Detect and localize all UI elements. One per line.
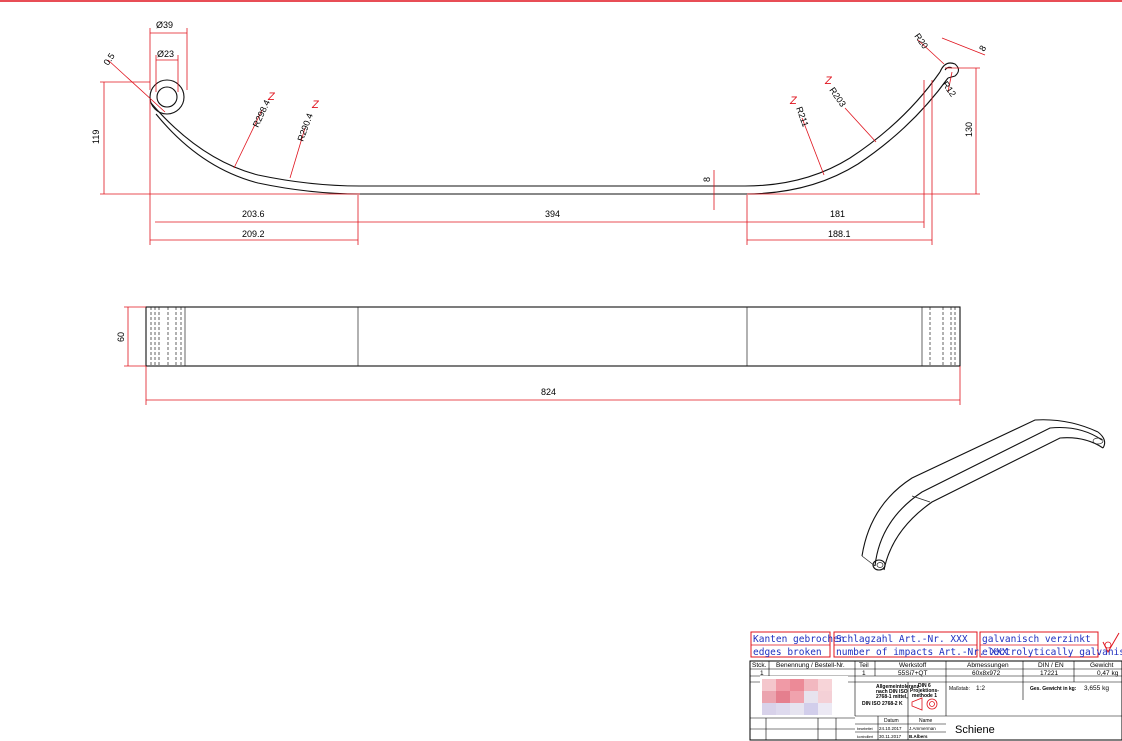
iso-left-eye-inner — [876, 562, 884, 568]
note-galv-de: galvanisch verzinkt — [982, 634, 1091, 645]
dim-text-209-2: 209.2 — [242, 229, 265, 239]
isometric-view — [861, 419, 1106, 571]
note-box-edges — [750, 631, 831, 658]
drawing-title: Schiene — [955, 724, 995, 736]
tb-tolerance-3: 2768-1 mittel, — [876, 694, 908, 700]
dim-text-r211: R211 — [794, 105, 811, 128]
dim-text-r20: R20 — [912, 31, 930, 50]
iso-break-line — [911, 495, 931, 503]
dim-text-right-thickness: 8 — [977, 44, 988, 53]
tb-scale-value: 1:2 — [976, 685, 985, 692]
top-view: 60 824 — [116, 306, 961, 405]
leader-r20 — [917, 39, 945, 65]
tb-projection-2: Projektions- — [910, 688, 939, 694]
dim-text-0-5: 0.5 — [101, 51, 116, 67]
tb-row-material: 55Si7+QT — [898, 670, 927, 677]
tb-checked-label: kontrolliert — [857, 735, 873, 739]
left-eye-inner — [156, 86, 178, 108]
title-block-frame — [749, 660, 1122, 741]
dim-text-130: 130 — [964, 122, 974, 137]
surface-finish-circle-icon — [1104, 641, 1112, 649]
note-impacts-de: Schlagzahl Art.-Nr. XXX — [836, 634, 968, 645]
tb-header-weight: Gewicht — [1090, 662, 1114, 669]
dim-text-thickness-8: 8 — [702, 177, 712, 182]
iso-right-eye — [1097, 431, 1106, 449]
iso-right-eye-hole — [1092, 437, 1104, 445]
note-galv-en: electrolytically galvanised — [982, 647, 1122, 658]
iso-left-edge — [861, 419, 1099, 557]
tb-name-label: Name — [919, 718, 933, 724]
tb-row-part: 1 — [862, 670, 866, 677]
tb-header-din: DIN / EN — [1038, 662, 1064, 669]
tb-header-dimensions: Abmessungen — [967, 662, 1009, 669]
dim-right-thickness — [941, 37, 986, 56]
top-view-outline — [145, 306, 961, 367]
z-mark-2: Z — [311, 99, 320, 111]
tb-scale-label: Maßstab: — [949, 686, 970, 692]
dim-text-394: 394 — [545, 209, 560, 219]
iso-left-eye — [872, 559, 886, 571]
tb-date-label: Datum — [884, 718, 899, 724]
tb-projection-3: methode 1 — [912, 693, 937, 699]
tb-row-dimensions: 60x8x972 — [972, 670, 1001, 677]
side-view: Ø39 Ø23 0.5 119 R298.4 Z R290.4 Z 203.6 … — [91, 20, 988, 245]
tb-header-part: Teil — [859, 662, 869, 669]
tb-total-weight-value: 3,655 kg — [1084, 685, 1109, 692]
company-logo-blurred — [760, 676, 848, 718]
tb-drawn-label: bearbeitet — [857, 727, 873, 731]
leader-r211 — [801, 117, 825, 176]
tb-row-weight: 0,47 kg — [1097, 670, 1119, 677]
dim-text-824: 824 — [541, 387, 556, 397]
spring-leaf-top — [150, 71, 941, 187]
dim-text-119: 119 — [91, 130, 101, 144]
dim-text-dia39: Ø39 — [156, 20, 173, 30]
leader-r298 — [233, 109, 263, 169]
tb-header-material: Werkstoff — [899, 662, 926, 669]
right-eye — [939, 62, 960, 79]
dim-text-r290: R290.4 — [295, 112, 314, 143]
dim-text-dia23: Ø23 — [157, 49, 174, 59]
spring-leaf-bottom — [155, 77, 949, 195]
tb-row-qty: 1 — [760, 670, 764, 677]
projection-symbol-icon — [911, 697, 938, 711]
dim-text-181: 181 — [830, 209, 845, 219]
z-mark-4: Z — [824, 75, 833, 87]
note-box-impacts — [833, 631, 978, 658]
tb-drawn-date: 24.10.2017 — [879, 726, 902, 731]
tb-drawn-name: J.Ammerman — [909, 726, 936, 731]
tb-header-qty: Stck. — [752, 662, 767, 669]
dim-text-r12: R12 — [940, 79, 958, 98]
leader-r12 — [947, 71, 953, 93]
leader-r290 — [289, 127, 306, 179]
title-block: Stck. Benennung / Bestell-Nr. Teil Werks… — [749, 660, 1122, 741]
tb-tolerance-4: DIN ISO 2768-2 K — [862, 701, 903, 707]
note-edges-en: edges broken — [753, 647, 822, 658]
note-box-galv — [979, 631, 1099, 658]
tb-checked-name: B.Albers — [909, 734, 928, 739]
notes: Kanten gebrochen edges broken Schlagzahl… — [750, 631, 1122, 658]
dim-leader-0-5 — [107, 59, 166, 113]
iso-bottom-edge — [883, 437, 1104, 571]
leader-r203 — [844, 107, 877, 143]
note-impacts-en: number of impacts Art.-Nr. XXX — [836, 647, 1008, 658]
tb-projection-1: DIN 6 — [918, 683, 931, 689]
dim-text-r203: R203 — [827, 85, 848, 108]
tb-tolerance-1: Allgemeintoleranz — [876, 684, 920, 690]
tb-header-name: Benennung / Bestell-Nr. — [776, 662, 845, 669]
tb-row-din: 17221 — [1040, 670, 1058, 677]
dim-text-60: 60 — [116, 332, 126, 342]
left-eye-outer — [149, 79, 185, 115]
tb-checked-date: 30.11.2017 — [879, 734, 902, 739]
z-mark-1: Z — [267, 91, 276, 103]
note-edges-de: Kanten gebrochen — [753, 634, 845, 645]
dim-text-188-1: 188.1 — [828, 229, 851, 239]
dim-text-203-6: 203.6 — [242, 209, 265, 219]
z-mark-3: Z — [789, 95, 798, 107]
iso-top-surface — [874, 426, 1103, 567]
tb-total-weight-label: Ges. Gewicht in kg: — [1030, 686, 1077, 692]
tb-tolerance-2: nach DIN ISO — [876, 689, 908, 695]
